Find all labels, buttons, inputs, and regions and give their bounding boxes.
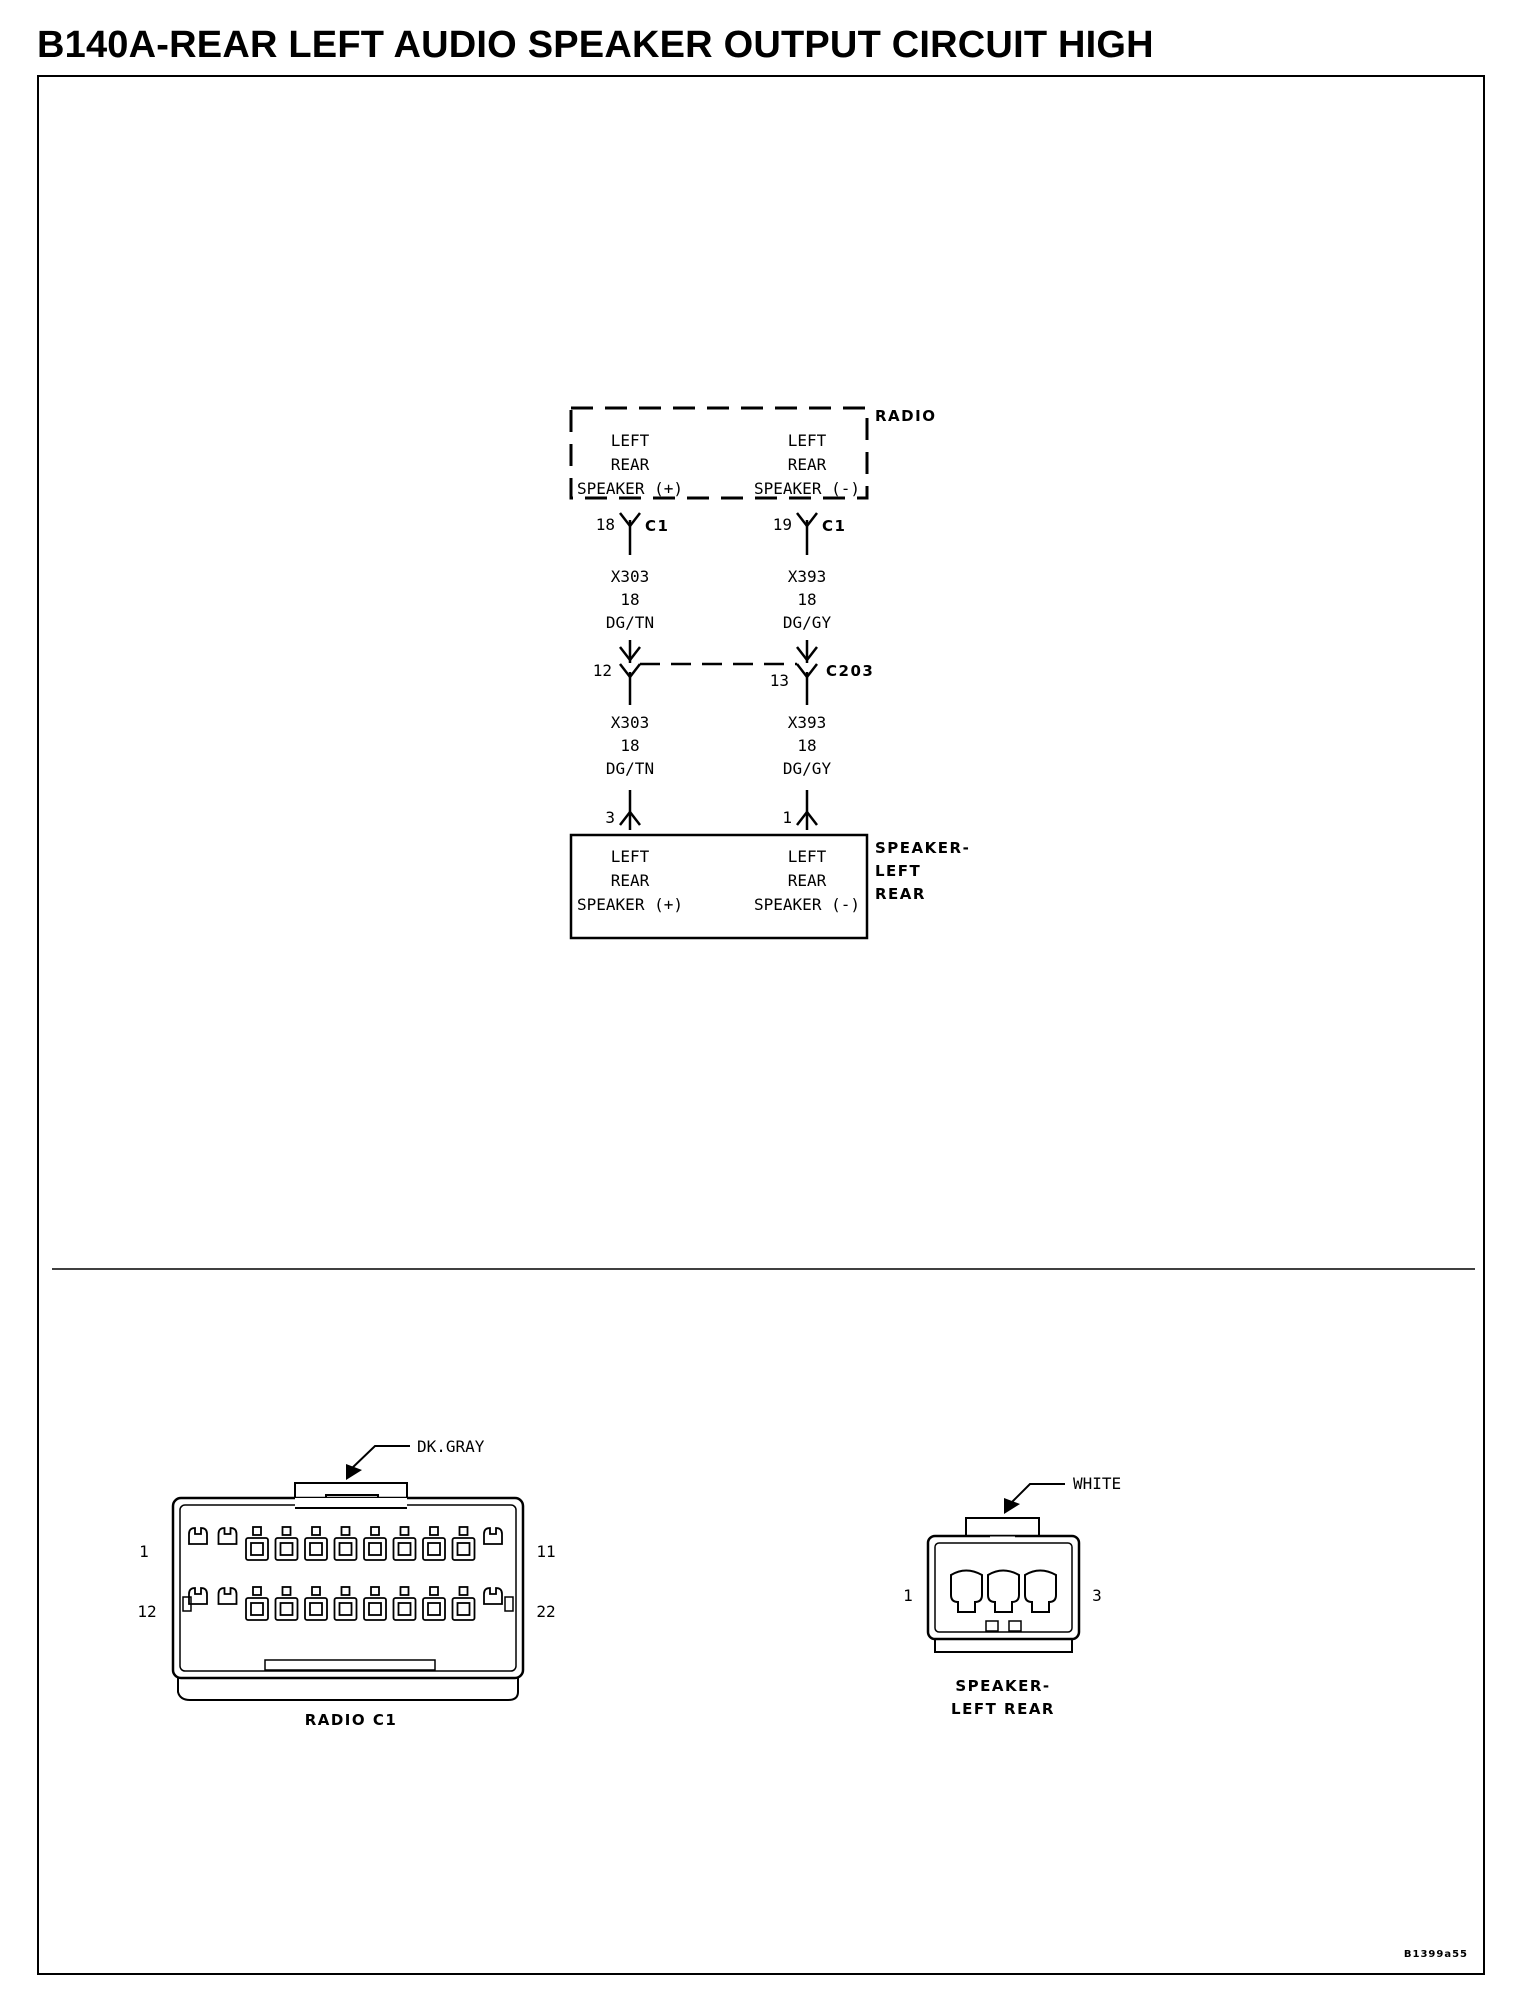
wire-upper-left-gauge: 18 (620, 590, 639, 609)
wire-lower-right-circuit: X393 (788, 713, 827, 732)
c203-pin-13: 13 (770, 671, 789, 690)
radio-pin-pos-line3: SPEAKER (+) (577, 479, 683, 498)
radio-pin-neg-line3: SPEAKER (-) (754, 479, 860, 498)
speaker-pos-line2: REAR (611, 871, 650, 890)
wire-right (796, 512, 818, 830)
speaker-view-color-label: WHITE (1073, 1474, 1121, 1493)
radio-c1-cavity (333, 1597, 358, 1621)
radio-c1-cavity (274, 1597, 299, 1621)
radio-c1-cavity (245, 1537, 269, 1561)
speaker-view-caption-line2: LEFT REAR (951, 1700, 1055, 1718)
speaker-pin-1: 1 (782, 808, 792, 827)
wire-upper-left-circuit: X303 (611, 567, 650, 586)
radio-c1-cavity (451, 1597, 476, 1621)
wire-lower-right-gauge: 18 (797, 736, 816, 755)
speaker-view-pin-3: 3 (1092, 1586, 1102, 1605)
radio-c1-connector-view: DK.GRAY 1 11 12 22 RADIO C1 (137, 1437, 555, 1729)
wire-upper-right-gauge: 18 (797, 590, 816, 609)
speaker-box (569, 833, 869, 940)
radio-c1-color-label: DK.GRAY (417, 1437, 485, 1456)
wire-lower-left-gauge: 18 (620, 736, 639, 755)
radio-c1-cavity (333, 1537, 358, 1561)
radio-pin-neg-line2: REAR (788, 455, 827, 474)
radio-c1-cavity (392, 1597, 417, 1621)
figure-code: B1399a55 (1404, 1949, 1468, 1960)
wire-lower-left-color: DG/TN (606, 759, 654, 778)
radio-c1-cavity (188, 1527, 208, 1545)
speaker-pin-3: 3 (605, 808, 615, 827)
wire-upper-right-circuit: X393 (788, 567, 827, 586)
radio-c1-cavity (422, 1597, 446, 1621)
speaker-neg-line1: LEFT (788, 847, 827, 866)
radio-c1-cavity (392, 1537, 417, 1561)
wire-upper-left-color: DG/TN (606, 613, 654, 632)
radio-c1-pin-11: 11 (536, 1542, 555, 1561)
speaker-view-caption-line1: SPEAKER- (955, 1677, 1050, 1695)
radio-c1-cavity (363, 1597, 387, 1621)
radio-label: RADIO (875, 407, 936, 425)
radio-pin-pos-line1: LEFT (611, 431, 650, 450)
page-title: B140A-REAR LEFT AUDIO SPEAKER OUTPUT CIR… (37, 24, 1154, 66)
pin-19: 19 (773, 515, 792, 534)
radio-pin-pos-line2: REAR (611, 455, 650, 474)
connector-c1-left: C1 (645, 517, 669, 535)
radio-c1-cavities (188, 1526, 503, 1621)
c203-pin-12: 12 (593, 661, 612, 680)
wire-lower-left-circuit: X303 (611, 713, 650, 732)
speaker-name-line1: SPEAKER- (875, 839, 970, 857)
speaker-pos-line1: LEFT (611, 847, 650, 866)
radio-c1-cavity (483, 1527, 503, 1545)
radio-dashed-box (569, 406, 869, 500)
radio-component: RADIO LEFT REAR SPEAKER (+) LEFT REAR SP… (569, 406, 936, 500)
speaker-view-pin-1: 1 (903, 1586, 913, 1605)
radio-c1-pin-22: 22 (536, 1602, 555, 1621)
radio-c1-cavity (451, 1537, 476, 1561)
speaker-name-line3: REAR (875, 885, 926, 903)
wire-upper-right-color: DG/GY (783, 613, 832, 632)
radio-c1-cavity (304, 1597, 328, 1621)
speaker-name-line2: LEFT (875, 862, 921, 880)
radio-c1-cavity (483, 1587, 503, 1605)
radio-c1-caption: RADIO C1 (305, 1711, 398, 1729)
speaker-component: LEFT REAR SPEAKER (+) LEFT REAR SPEAKER … (569, 833, 970, 940)
radio-pin-neg-line1: LEFT (788, 431, 827, 450)
radio-c1-cavity (245, 1597, 269, 1621)
radio-c1-cavity (363, 1537, 387, 1561)
radio-c1-cavity (304, 1537, 328, 1561)
speaker-neg-line2: REAR (788, 871, 827, 890)
c203-label: C203 (826, 662, 874, 680)
speaker-pos-line3: SPEAKER (+) (577, 895, 683, 914)
radio-c1-cavity (217, 1587, 238, 1605)
wire-left (619, 512, 641, 830)
connector-c1-right: C1 (822, 517, 846, 535)
radio-c1-cavity (422, 1537, 446, 1561)
pin-18: 18 (596, 515, 615, 534)
speaker-connector-view: WHITE 1 3 SPEAKER- LEFT REAR (903, 1474, 1121, 1718)
wire-lower-right-color: DG/GY (783, 759, 832, 778)
diagram-frame (37, 75, 1485, 1975)
radio-c1-cavity (274, 1537, 299, 1561)
radio-c1-cavity (188, 1587, 208, 1605)
radio-c1-cavity (217, 1527, 238, 1545)
radio-c1-pin-12: 12 (137, 1602, 156, 1621)
speaker-neg-line3: SPEAKER (-) (754, 895, 860, 914)
radio-c1-pin-1: 1 (139, 1542, 149, 1561)
